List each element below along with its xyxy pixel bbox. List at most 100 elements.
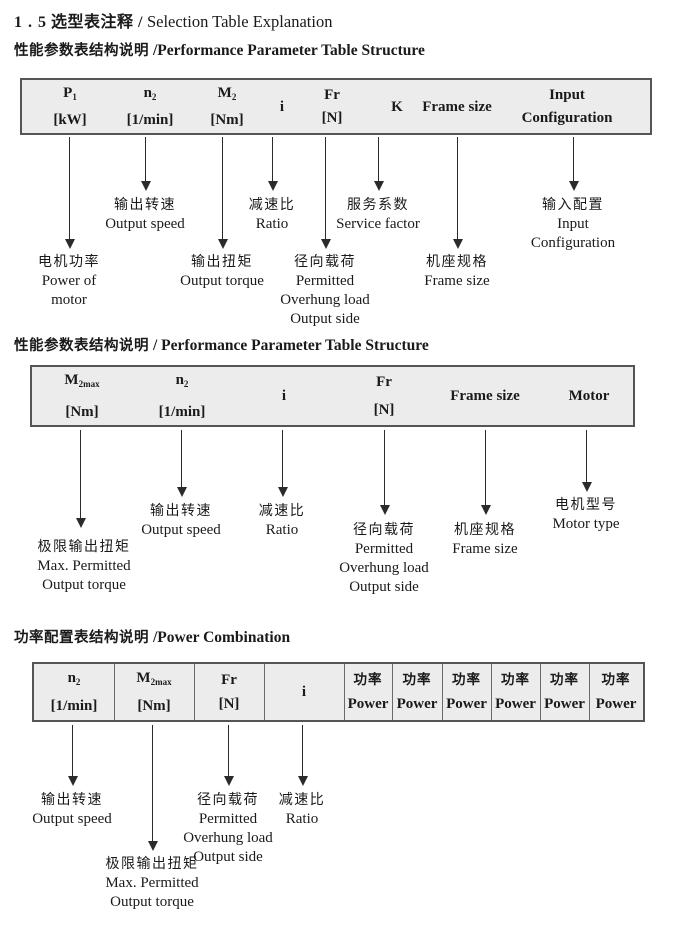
table3-col-power-5: 功率 Power <box>540 664 589 720</box>
col-symbol: Fr <box>221 672 237 688</box>
table3-col-power-2: 功率 Power <box>392 664 442 720</box>
section1-heading-en: /Performance Parameter Table Structure <box>153 42 425 59</box>
table2-col-motor: Motor <box>547 367 631 425</box>
section2-heading-zh: 性能参数表结构说明 <box>14 338 149 354</box>
col-unit: [kW] <box>53 112 87 128</box>
callout-line: 机座规格 <box>454 523 516 538</box>
column-divider <box>540 664 541 720</box>
column-divider <box>491 664 492 720</box>
callout-line: Max. Permitted <box>37 558 131 574</box>
col-unit: [1/min] <box>126 112 174 128</box>
callout-output-speed: 输出转速 Output speed <box>85 196 205 234</box>
arrow-power-of-motor <box>64 137 75 249</box>
callout-line: Service factor <box>336 216 420 232</box>
col-unit: Power <box>495 696 536 712</box>
col-symbol: n2 <box>175 372 189 389</box>
callout-line: Output side <box>193 849 263 865</box>
section3-heading: 功率配置表结构说明 /Power Combination <box>14 626 290 647</box>
callout-ratio: 减速比 Ratio <box>227 196 317 234</box>
table1-col-n2: n2 [1/min] <box>112 80 188 133</box>
table3-col-power-3: 功率 Power <box>442 664 491 720</box>
callout-line: Output torque <box>180 273 264 289</box>
callout-output-torque: 输出扭矩 Output torque <box>157 253 287 291</box>
table3-col-power-6: 功率 Power <box>589 664 643 720</box>
arrow-ratio <box>277 430 288 497</box>
callout-line: 机座规格 <box>426 255 488 270</box>
col-symbol: 功率 <box>550 672 579 687</box>
arrow-max-output-torque <box>75 430 86 528</box>
col-unit: [N] <box>321 110 343 126</box>
section1-heading: 性能参数表结构说明 /Performance Parameter Table S… <box>14 39 425 60</box>
section3-heading-zh: 功率配置表结构说明 <box>14 630 149 646</box>
table3-col-n2: n2 [1/min] <box>34 664 114 720</box>
col-symbol: 功率 <box>452 672 481 687</box>
callout-line: Overhung load <box>339 560 429 576</box>
callout-line: Overhung load <box>280 292 370 308</box>
col-unit: [N] <box>218 696 240 712</box>
col-unit: Power <box>396 696 438 712</box>
callout-line: Permitted <box>198 811 258 827</box>
col-symbol: Motor <box>568 388 610 404</box>
section2-heading: 性能参数表结构说明 / Performance Parameter Table … <box>14 334 429 355</box>
arrow-output-speed <box>140 137 151 191</box>
callout-line: Ratio <box>255 216 289 232</box>
power-combination-table: n2 [1/min] M2max [Nm] Fr [N] i 功率 Power … <box>32 662 645 722</box>
callout-ratio: 减速比 Ratio <box>237 502 327 540</box>
col-symbol: n2 <box>143 85 157 102</box>
col-unit: [1/min] <box>50 698 98 714</box>
callout-service-factor: 服务系数 Service factor <box>313 196 443 234</box>
callout-line: 减速比 <box>278 793 326 808</box>
callout-overhung-load: 径向载荷 Permitted Overhung load Output side <box>319 521 449 597</box>
callout-line: Overhung load <box>183 830 273 846</box>
callout-line: 电机功率 <box>38 255 100 270</box>
callout-overhung-load: 径向载荷 Permitted Overhung load Output side <box>163 791 293 867</box>
col-unit: [1/min] <box>158 404 206 420</box>
arrow-ratio <box>297 725 308 786</box>
callout-line: Max. Permitted <box>105 875 199 891</box>
arrow-overhung-load <box>320 137 331 249</box>
arrow-output-speed <box>176 430 187 497</box>
col-unit: [Nm] <box>210 112 244 128</box>
table1-col-fr: Fr [N] <box>307 80 357 133</box>
callout-line: 输出转速 <box>150 504 212 519</box>
table1-col-input-configuration: Input Configuration <box>502 80 632 133</box>
callout-line: 减速比 <box>248 198 296 213</box>
column-divider <box>589 664 590 720</box>
callout-line: 输入配置 <box>542 198 604 213</box>
column-divider <box>114 664 115 720</box>
arrow-overhung-load <box>379 430 390 515</box>
table3-col-i: i <box>264 664 344 720</box>
callout-max-output-torque: 极限输出扭矩 Max. Permitted Output torque <box>77 855 227 912</box>
col-unit: Power <box>446 696 487 712</box>
col-symbol: i <box>279 98 285 115</box>
column-divider <box>194 664 195 720</box>
callout-line: Output speed <box>105 216 185 232</box>
arrow-frame-size <box>452 137 463 249</box>
table1-col-i: i <box>257 80 307 133</box>
callout-line: Input <box>557 216 589 232</box>
col-unit: [Nm] <box>65 404 99 420</box>
col-symbol: 功率 <box>353 672 383 687</box>
arrow-input-configuration <box>568 137 579 191</box>
callout-line: 减速比 <box>258 504 306 519</box>
column-divider <box>442 664 443 720</box>
arrow-ratio <box>267 137 278 191</box>
section3-heading-en: /Power Combination <box>153 629 291 646</box>
callout-output-speed: 输出转速 Output speed <box>121 502 241 540</box>
col-symbol: Frame size <box>450 388 520 404</box>
callout-line: 输出转速 <box>114 198 176 213</box>
table3-col-power-1: 功率 Power <box>344 664 392 720</box>
callout-ratio: 减速比 Ratio <box>257 791 347 829</box>
arrow-overhung-load <box>223 725 234 786</box>
callout-line: motor <box>51 292 87 308</box>
callout-line: Output speed <box>141 522 221 538</box>
table3-col-power-4: 功率 Power <box>491 664 540 720</box>
column-divider <box>392 664 393 720</box>
table1-col-k: K <box>372 80 422 133</box>
page-title: 1 . 5 选型表注释 / Selection Table Explanatio… <box>14 8 332 32</box>
col-symbol: i <box>281 388 287 404</box>
arrow-motor-type <box>581 430 592 492</box>
col-unit: [N] <box>373 402 395 418</box>
callout-line: Frame size <box>452 541 518 557</box>
